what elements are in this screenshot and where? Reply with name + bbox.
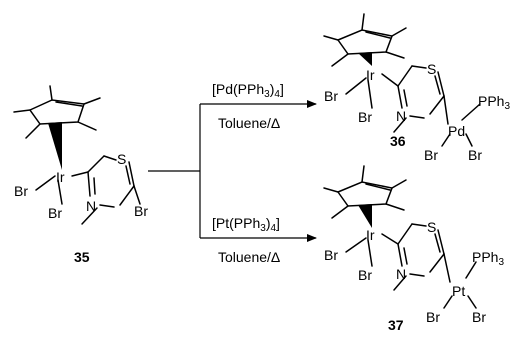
cp-star-ring [13, 85, 101, 139]
sulfur-label: S [427, 61, 436, 77]
compound-number-37: 37 [388, 317, 404, 333]
bromide-label: Br [472, 309, 486, 325]
thiazole-ring-37 [393, 223, 445, 291]
reaction-conditions-pd: [Pd(PPh3)4] Toluene/Δ [212, 81, 284, 131]
bromide-label: Br [324, 88, 338, 104]
phosphine-label: PPh3 [478, 93, 510, 112]
iridium-label: Ir [366, 227, 375, 243]
bromide-label: Br [468, 147, 482, 163]
ir-cp-wedge [358, 204, 372, 228]
bromide-label: Br [358, 109, 372, 125]
cp-star-ring [323, 165, 407, 219]
solvent-label: Toluene/Δ [218, 249, 280, 265]
compound-36: Ir Br Br S N Pd PPh3 Br Br 36 [323, 13, 510, 163]
sulfur-label: S [117, 151, 126, 167]
bromide-label: Br [48, 205, 62, 221]
compound-37: Ir Br Br S N Pt PPh3 Br Br 37 [323, 165, 504, 333]
ir-cp-wedge [48, 122, 62, 170]
bromide-label: Br [14, 183, 28, 199]
iridium-label: Ir [366, 67, 375, 83]
bromide-label: Br [424, 147, 438, 163]
reagent-label: [Pd(PPh3)4] [212, 81, 284, 100]
reaction-arrows [148, 100, 317, 242]
thiazole-ring-36 [393, 65, 445, 133]
cp-star-ring [323, 13, 407, 67]
bromide-label: Br [358, 267, 372, 283]
nitrogen-label: N [396, 266, 406, 282]
nitrogen-label: N [396, 108, 406, 124]
solvent-label: Toluene/Δ [218, 115, 280, 131]
thiazole-ring-35 [81, 155, 141, 225]
compound-number-35: 35 [74, 249, 90, 265]
ir-cp-wedge [358, 52, 372, 66]
bromide-label: Br [134, 203, 148, 219]
platinum-label: Pt [452, 283, 465, 299]
reaction-conditions-pt: [Pt(PPh3)4] Toluene/Δ [212, 215, 280, 265]
bromide-label: Br [324, 247, 338, 263]
nitrogen-label: N [86, 198, 96, 214]
palladium-label: Pd [448, 123, 465, 139]
phosphine-label: PPh3 [472, 249, 504, 268]
compound-number-36: 36 [390, 133, 406, 149]
iridium-label: Ir [56, 169, 65, 185]
sulfur-label: S [427, 219, 436, 235]
reagent-label: [Pt(PPh3)4] [212, 215, 280, 234]
compound-35: Ir Br Br S N Br 35 [13, 85, 148, 265]
bromide-label: Br [426, 309, 440, 325]
